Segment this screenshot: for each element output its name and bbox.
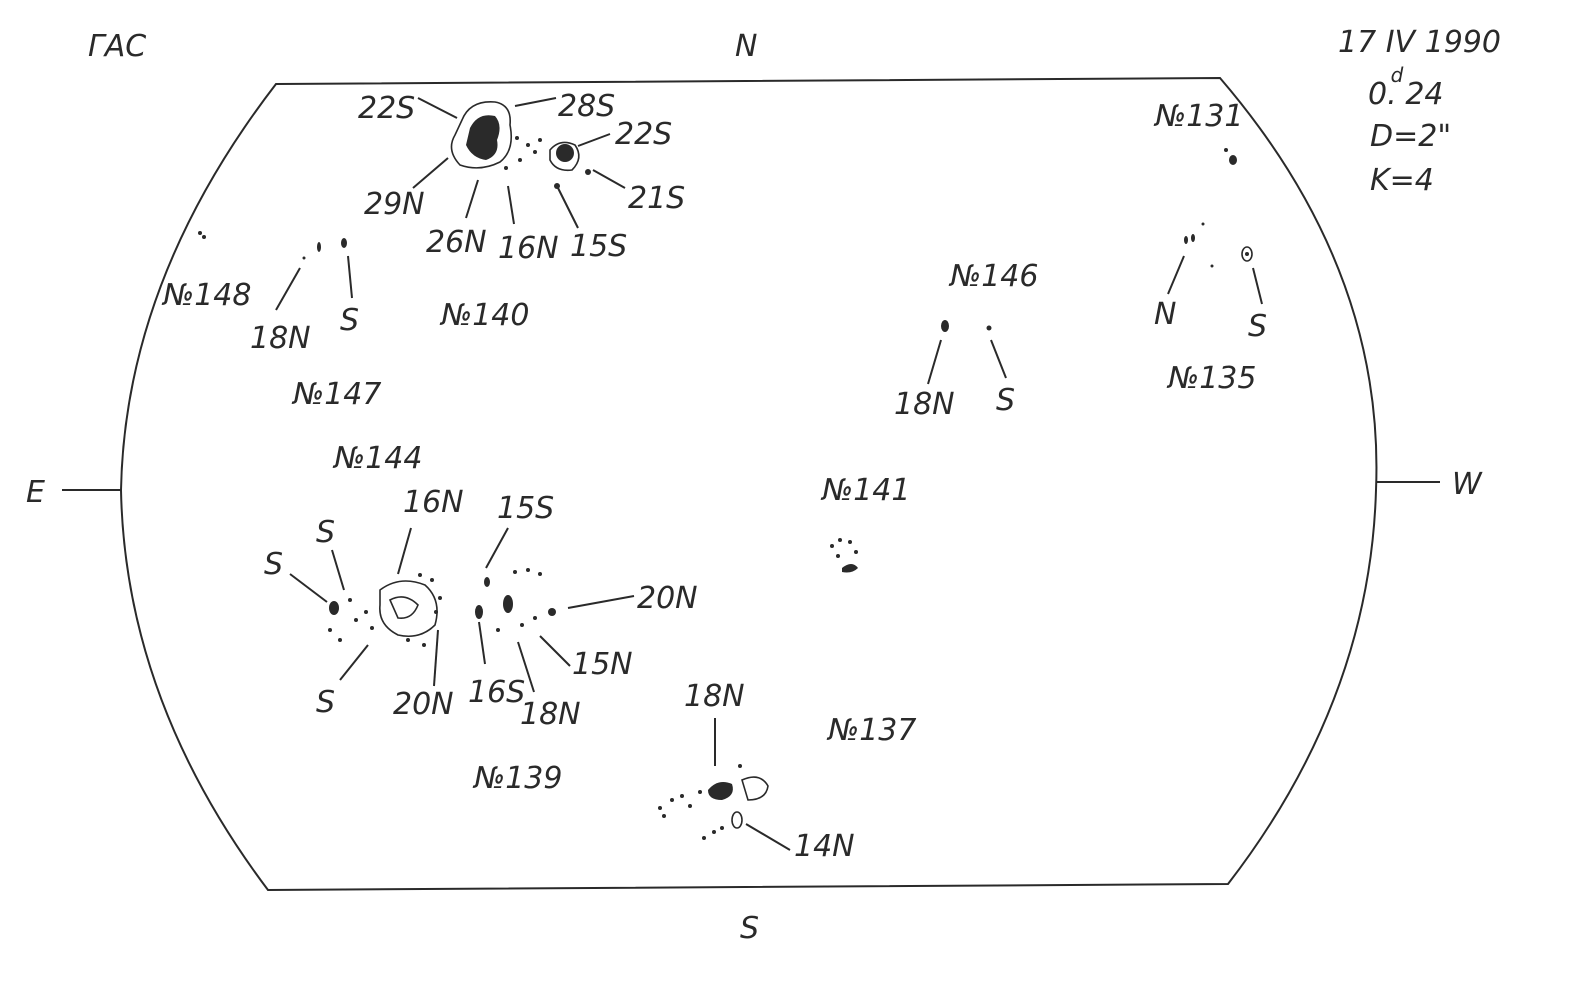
group-135-number: №135 — [1166, 361, 1256, 396]
group-148-spots — [198, 231, 347, 260]
leader-144-18n — [517, 641, 535, 693]
group-131-number: №131 — [1153, 99, 1243, 134]
south-label: S — [740, 911, 759, 946]
label-south-18n: 18N — [684, 679, 745, 714]
label-144-16n: 16N — [403, 485, 464, 520]
leader-140-c — [577, 133, 611, 147]
west-label: W — [1452, 467, 1483, 502]
group-140-number: №140 — [439, 298, 529, 333]
group-144-number: №144 — [332, 441, 422, 476]
seeing-diameter: D=2" — [1370, 119, 1451, 154]
disk-frame — [119, 76, 1378, 892]
label-144-s-left: S — [264, 547, 283, 582]
leader-144-16s — [478, 621, 486, 665]
label-140-22s-left: 22S — [358, 91, 415, 126]
leader-135-s — [1252, 267, 1263, 305]
leader-148-s — [347, 255, 353, 299]
label-144-15s: 15S — [497, 491, 554, 526]
label-144-18n: 18N — [520, 697, 581, 732]
label-148-18n: 18N — [250, 321, 311, 356]
label-140-21s: 21S — [628, 181, 685, 216]
leader-144-s-lower — [339, 644, 369, 681]
group-144-spots — [328, 568, 556, 647]
label-135-n: N — [1154, 297, 1176, 332]
group-south-spots — [658, 764, 769, 840]
group-131-spots — [1224, 148, 1237, 165]
label-south-14n: 14N — [794, 829, 855, 864]
group-139-number: №139 — [472, 761, 562, 796]
label-144-16s: 16S — [468, 675, 525, 710]
leader-148-18n — [275, 267, 301, 311]
group-146-spots — [941, 320, 992, 332]
time-superscript: d — [1391, 63, 1404, 87]
group-146-number: №146 — [948, 259, 1038, 294]
label-146-s: S — [996, 383, 1015, 418]
leader-140-f — [465, 179, 479, 219]
label-140-28s: 28S — [558, 89, 615, 124]
leader-140-a — [417, 97, 458, 119]
group-141-spots — [830, 538, 858, 573]
leader-135-n — [1167, 255, 1185, 295]
group-137-number: №137 — [826, 713, 916, 748]
label-148-s: S — [340, 303, 359, 338]
leader-144-s-upper — [331, 549, 345, 591]
east-label: E — [26, 475, 45, 510]
leader-140-d — [412, 157, 449, 189]
label-144-20n-right: 20N — [637, 581, 698, 616]
observation-time: 0.d24 — [1368, 63, 1444, 112]
group-135-spots — [1184, 222, 1253, 268]
observation-date: 17 IV 1990 — [1338, 25, 1501, 60]
quality-index: K=4 — [1370, 163, 1434, 198]
label-140-15s: 15S — [570, 229, 627, 264]
leader-140-e — [592, 169, 626, 189]
time-base: 0. — [1368, 77, 1397, 112]
leader-144-20n-lower — [433, 629, 439, 687]
group-140-spots — [450, 101, 591, 189]
north-label: N — [735, 29, 757, 64]
observatory-code: ГАС — [88, 29, 146, 64]
group-148-number: №148 — [161, 278, 251, 313]
time-digits: 24 — [1405, 77, 1443, 112]
label-144-s-upper: S — [316, 515, 335, 550]
label-140-22s-right: 22S — [615, 117, 672, 152]
label-144-s-lower: S — [316, 685, 335, 720]
group-141-number: №141 — [820, 473, 910, 508]
leader-144-15n — [539, 635, 571, 667]
leader-140-g — [507, 185, 515, 225]
label-146-18n: 18N — [894, 387, 955, 422]
leader-144-15s — [485, 527, 509, 569]
leader-south-14n — [745, 823, 791, 851]
leader-144-20n-right — [567, 595, 635, 609]
label-140-16n: 16N — [498, 231, 559, 266]
label-140-29n: 29N — [364, 187, 425, 222]
leader-140-b — [514, 97, 557, 107]
leader-146-18n — [927, 339, 942, 385]
leader-140-h — [557, 187, 579, 229]
label-135-s: S — [1248, 309, 1267, 344]
leader-144-s-left — [289, 573, 328, 603]
group-147-number: №147 — [291, 377, 381, 412]
label-140-26n: 26N — [426, 225, 487, 260]
label-144-20n-lower: 20N — [393, 687, 454, 722]
leader-146-s — [990, 339, 1007, 379]
label-144-15n: 15N — [572, 647, 633, 682]
leader-144-16n — [397, 527, 412, 575]
